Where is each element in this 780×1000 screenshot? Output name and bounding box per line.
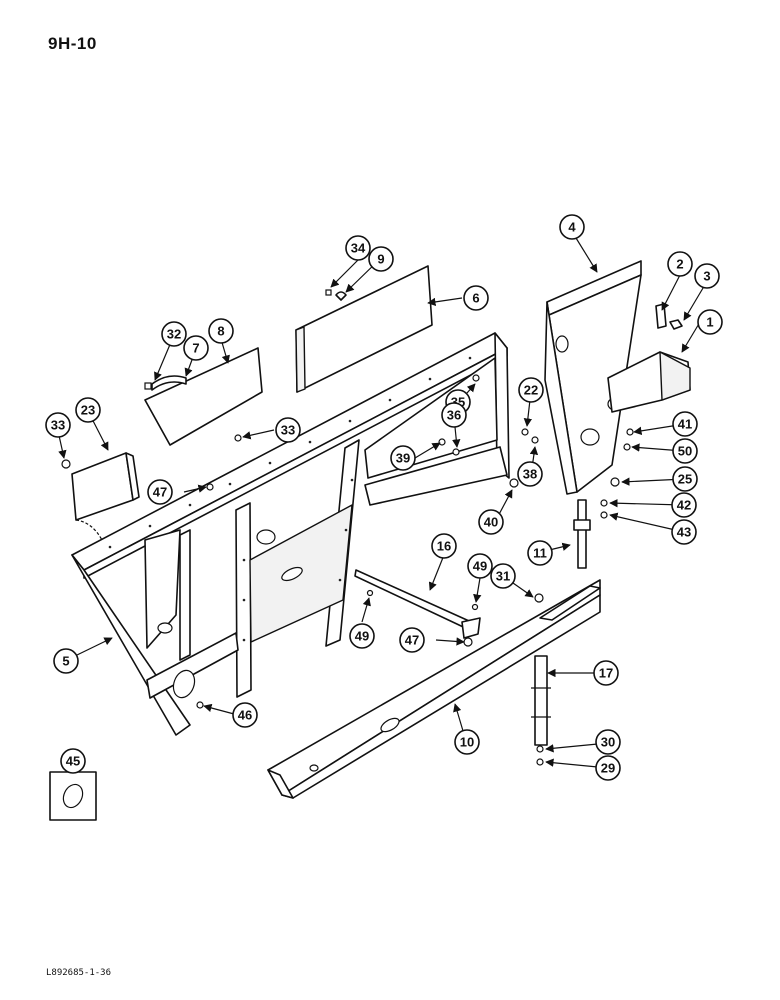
callout-11: 11	[527, 540, 553, 566]
callout-32: 32	[161, 321, 187, 347]
callout-29: 29	[595, 755, 621, 781]
svg-text:33: 33	[51, 418, 65, 433]
rail-part-10	[267, 579, 601, 799]
callout-34: 34	[345, 235, 371, 261]
svg-text:30: 30	[601, 735, 615, 750]
svg-text:4: 4	[568, 220, 576, 235]
callout-47-right: 47	[399, 627, 425, 653]
callout-39: 39	[390, 445, 416, 471]
callout-33-mid: 33	[275, 417, 301, 443]
svg-text:6: 6	[472, 291, 479, 306]
part-45-plug	[49, 771, 97, 821]
svg-text:31: 31	[496, 569, 510, 584]
cover-panel-part-6	[295, 265, 433, 393]
svg-text:36: 36	[447, 408, 461, 423]
callout-4: 4	[559, 214, 585, 240]
svg-text:45: 45	[66, 754, 80, 769]
callout-43: 43	[671, 519, 697, 545]
svg-text:47: 47	[405, 633, 419, 648]
svg-text:9: 9	[377, 252, 384, 267]
callout-25: 25	[672, 466, 698, 492]
callout-17: 17	[593, 660, 619, 686]
svg-text:50: 50	[678, 444, 692, 459]
callout-42: 42	[671, 492, 697, 518]
svg-text:46: 46	[238, 708, 252, 723]
callout-23: 23	[75, 397, 101, 423]
callout-8: 8	[208, 318, 234, 344]
svg-text:10: 10	[460, 735, 474, 750]
callout-10: 10	[454, 729, 480, 755]
svg-text:49: 49	[355, 629, 369, 644]
callout-2: 2	[667, 251, 693, 277]
brace-part-16	[354, 569, 481, 639]
svg-text:43: 43	[677, 525, 691, 540]
svg-text:49: 49	[473, 559, 487, 574]
svg-text:2: 2	[676, 257, 683, 272]
svg-text:29: 29	[601, 761, 615, 776]
svg-text:23: 23	[81, 403, 95, 418]
callout-45: 45	[60, 748, 86, 774]
svg-text:40: 40	[484, 515, 498, 530]
upright-panel-part-4	[544, 260, 691, 495]
callout-31: 31	[490, 563, 516, 589]
callout-49-left: 49	[349, 623, 375, 649]
svg-text:25: 25	[678, 472, 692, 487]
svg-text:41: 41	[678, 417, 692, 432]
svg-text:7: 7	[192, 341, 199, 356]
callout-36: 36	[441, 402, 467, 428]
svg-text:42: 42	[677, 498, 691, 513]
svg-text:11: 11	[533, 546, 547, 561]
svg-text:39: 39	[396, 451, 410, 466]
hardware-items	[61, 289, 683, 766]
callout-47-left: 47	[147, 479, 173, 505]
callout-40: 40	[478, 509, 504, 535]
svg-text:16: 16	[437, 539, 451, 554]
callout-50: 50	[672, 438, 698, 464]
svg-text:1: 1	[706, 315, 713, 330]
svg-text:17: 17	[599, 666, 613, 681]
cover-panel-part-8	[144, 347, 263, 446]
svg-text:5: 5	[62, 654, 69, 669]
strap-part-17	[531, 655, 551, 746]
svg-text:22: 22	[524, 383, 538, 398]
svg-text:8: 8	[217, 324, 224, 339]
callout-49-right: 49	[467, 553, 493, 579]
svg-text:3: 3	[703, 269, 710, 284]
callout-16: 16	[431, 533, 457, 559]
strap-part-11	[573, 499, 591, 569]
callout-30: 30	[595, 729, 621, 755]
svg-text:33: 33	[281, 423, 295, 438]
callout-1: 1	[697, 309, 723, 335]
svg-text:38: 38	[523, 467, 537, 482]
callout-9: 9	[368, 246, 394, 272]
callout-22: 22	[518, 377, 544, 403]
svg-text:34: 34	[351, 241, 366, 256]
svg-text:32: 32	[167, 327, 181, 342]
callout-5: 5	[53, 648, 79, 674]
svg-text:47: 47	[153, 485, 167, 500]
figure-reference: L892685-1-36	[46, 968, 112, 978]
callout-38: 38	[517, 461, 543, 487]
callout-7: 7	[183, 335, 209, 361]
callout-33-left: 33	[45, 412, 71, 438]
page-code: 9H-10	[48, 34, 97, 53]
callout-6: 6	[463, 285, 489, 311]
callout-46: 46	[232, 702, 258, 728]
callout-3: 3	[694, 263, 720, 289]
side-cover-part-23	[71, 452, 140, 541]
callout-41: 41	[672, 411, 698, 437]
